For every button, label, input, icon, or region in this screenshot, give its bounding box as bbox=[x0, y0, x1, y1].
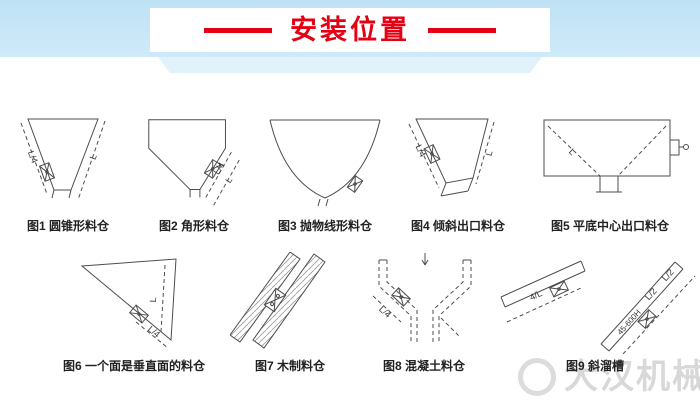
chute-outline bbox=[500, 260, 586, 308]
title-rule-left bbox=[204, 27, 272, 33]
banner-fold bbox=[158, 57, 542, 73]
hopper-outline bbox=[148, 119, 226, 191]
figure-3-caption: 图3 抛物线形料仓 bbox=[277, 219, 372, 233]
parabolic-hopper-diagram bbox=[269, 119, 381, 207]
flow-arrow-icon bbox=[421, 253, 428, 266]
figure-4-caption: 图4 倾斜出口料仓 bbox=[410, 219, 505, 233]
figure-9-inclined-chute: 4/L L/2 L/2 45-600H 图9 斜溜槽 bbox=[494, 252, 696, 374]
figure-1-caption: 图1 圆锥形料仓 bbox=[26, 219, 109, 233]
hopper-outline bbox=[543, 119, 671, 177]
hopper-outline bbox=[80, 258, 177, 342]
page-title: 安装位置 bbox=[290, 14, 410, 45]
figure-6-caption: 图6 一个面是垂直面的料仓 bbox=[62, 359, 205, 373]
watermark-ring-icon bbox=[518, 358, 556, 396]
figure-2-caption: 图2 角形料仓 bbox=[158, 219, 229, 233]
watermark-logo: 大汉机械 bbox=[518, 358, 700, 396]
vibrator-icon bbox=[346, 174, 364, 194]
inclined-outlet-hopper-diagram: L L/4 bbox=[408, 118, 495, 197]
dimension-label: L bbox=[88, 153, 99, 161]
figures-row-2: L L/4 图6 一个面是垂直面的料仓 bbox=[0, 252, 700, 374]
figure-8-concrete-hopper: L/4 图8 混凝土料仓 bbox=[354, 252, 494, 374]
figure-5-flat-bottom-center-outlet-hopper: L 图5 平底中心出口料仓 bbox=[522, 112, 698, 234]
hopper-outline bbox=[378, 260, 411, 344]
dimension-label: L/4 bbox=[377, 304, 393, 320]
figure-6-vertical-face-hopper: L L/4 图6 一个面是垂直面的料仓 bbox=[42, 252, 226, 374]
vibrator-icon bbox=[38, 162, 56, 182]
dimension-label: L/4 bbox=[146, 324, 162, 340]
watermark-text: 大汉机械 bbox=[564, 358, 700, 396]
vertical-face-hopper-diagram: L L/4 bbox=[80, 258, 177, 349]
hopper-outline bbox=[269, 119, 381, 199]
figure-2-angular-hopper: L/4 L 图2 角形料仓 bbox=[132, 112, 256, 234]
figures-row-1: L L/4 图1 圆锥形料仓 bbox=[0, 112, 700, 234]
dimension-label: L/4 bbox=[414, 143, 428, 159]
figure-8-caption: 图8 混凝土料仓 bbox=[382, 359, 465, 373]
conical-hopper-diagram: L L/4 bbox=[20, 118, 106, 201]
dimension-label: L bbox=[484, 150, 495, 157]
title-rule-right bbox=[428, 27, 496, 33]
vibrator-icon bbox=[128, 304, 150, 324]
dimension-label: L/2 bbox=[643, 286, 659, 302]
dimension-label: L/2 bbox=[660, 267, 676, 283]
flat-bottom-hopper-diagram: L bbox=[543, 119, 689, 193]
inclined-chute-diagram: 4/L L/2 L/2 45-600H bbox=[500, 260, 696, 354]
dimension-label: L/4 bbox=[211, 160, 226, 176]
figure-9-caption: 图9 斜溜槽 bbox=[565, 359, 624, 373]
dimension-label: L bbox=[148, 297, 158, 303]
vibrator-icon bbox=[637, 309, 657, 329]
title-box: 安装位置 bbox=[150, 8, 550, 52]
figure-5-caption: 图5 平底中心出口料仓 bbox=[550, 219, 669, 233]
dimension-label: L bbox=[223, 175, 234, 185]
hopper-outline bbox=[27, 118, 99, 191]
figures-grid: L L/4 图1 圆锥形料仓 bbox=[0, 112, 700, 374]
dimension-label: 4/L bbox=[528, 288, 544, 302]
vibrator-icon bbox=[203, 158, 222, 179]
dimension-label: L bbox=[567, 147, 578, 158]
figure-4-inclined-outlet-hopper: L L/4 图4 倾斜出口料仓 bbox=[394, 112, 522, 234]
vibrator-icon bbox=[263, 287, 287, 313]
vibrator-icon bbox=[669, 139, 689, 156]
figure-7-wooden-hopper: 图7 木制料仓 bbox=[226, 252, 354, 374]
figure-1-conical-hopper: L L/4 图1 圆锥形料仓 bbox=[4, 112, 132, 234]
vibrator-icon bbox=[390, 287, 411, 307]
concrete-hopper-diagram: L/4 bbox=[372, 253, 471, 344]
figure-3-parabolic-hopper: 图3 抛物线形料仓 bbox=[256, 112, 394, 234]
chute-outline bbox=[600, 261, 684, 352]
wooden-hopper-diagram bbox=[230, 252, 326, 349]
wood-board bbox=[230, 252, 301, 343]
angular-hopper-diagram: L/4 L bbox=[148, 119, 240, 206]
dimension-label: L/4 bbox=[26, 149, 40, 164]
vibrator-icon bbox=[548, 280, 570, 298]
figure-7-caption: 图7 木制料仓 bbox=[254, 359, 325, 373]
vibrator-icon bbox=[423, 143, 441, 165]
